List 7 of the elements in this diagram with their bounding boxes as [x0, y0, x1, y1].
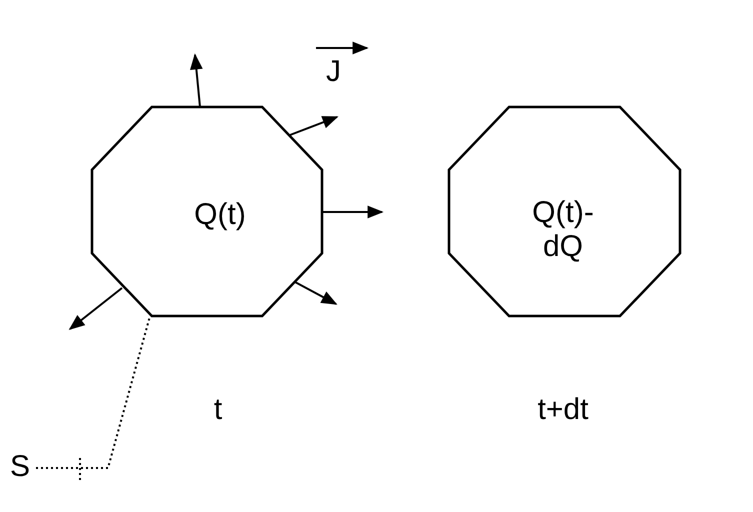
- time-label: t: [214, 393, 222, 427]
- leader-line: [36, 316, 151, 469]
- time-label: t+dt: [538, 393, 588, 427]
- vector-label: J: [326, 55, 341, 89]
- region-label: Q(t): [193, 198, 247, 232]
- surface-label: S: [10, 450, 30, 484]
- region-label: Q(t)- dQ: [531, 196, 595, 264]
